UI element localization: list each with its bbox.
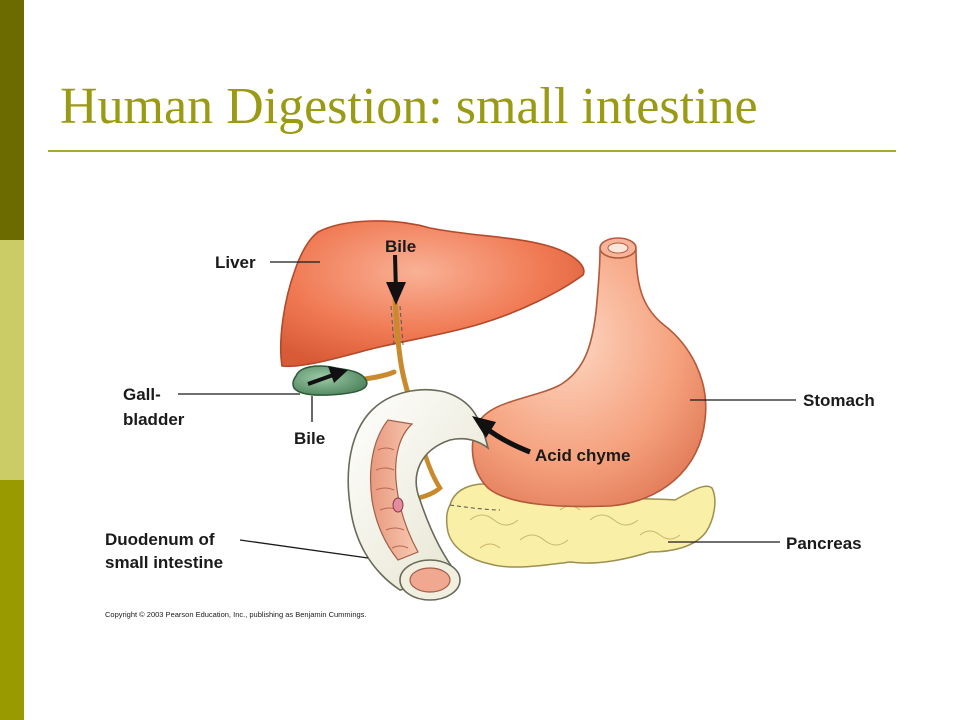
gallbladder-label-line1: Gall- — [123, 385, 161, 404]
duodenum-label-line2: small intestine — [105, 553, 223, 572]
side-bar-middle — [0, 240, 24, 480]
acid-chyme-label: Acid chyme — [535, 446, 630, 465]
copyright-notice: Copyright © 2003 Pearson Education, Inc.… — [105, 610, 367, 619]
bile-label-bottom: Bile — [294, 429, 325, 448]
side-bar-top — [0, 0, 24, 240]
arrow-icon — [472, 416, 531, 455]
slide-title: Human Digestion: small intestine — [60, 78, 758, 135]
duodenum-label-line1: Duodenum of — [105, 530, 215, 549]
title-rule — [48, 150, 896, 152]
liver-label: Liver — [215, 253, 256, 272]
pancreas-label: Pancreas — [786, 534, 862, 553]
bile-label-top: Bile — [385, 237, 416, 256]
arrow-icon — [307, 366, 348, 386]
side-bar-bottom — [0, 480, 24, 720]
stomach-label: Stomach — [803, 391, 875, 410]
arrow-icon — [386, 254, 406, 305]
stomach-shape — [471, 249, 707, 508]
liver-shape — [279, 220, 585, 368]
duodenum-leader — [239, 539, 369, 559]
pancreas-lobules — [469, 505, 681, 549]
duodenal-papilla — [392, 497, 404, 513]
pancreatic-duct — [449, 504, 501, 511]
gallbladder-label-line2: bladder — [123, 410, 185, 429]
intestinal-folds — [375, 447, 409, 549]
duodenum-interior — [369, 419, 419, 561]
